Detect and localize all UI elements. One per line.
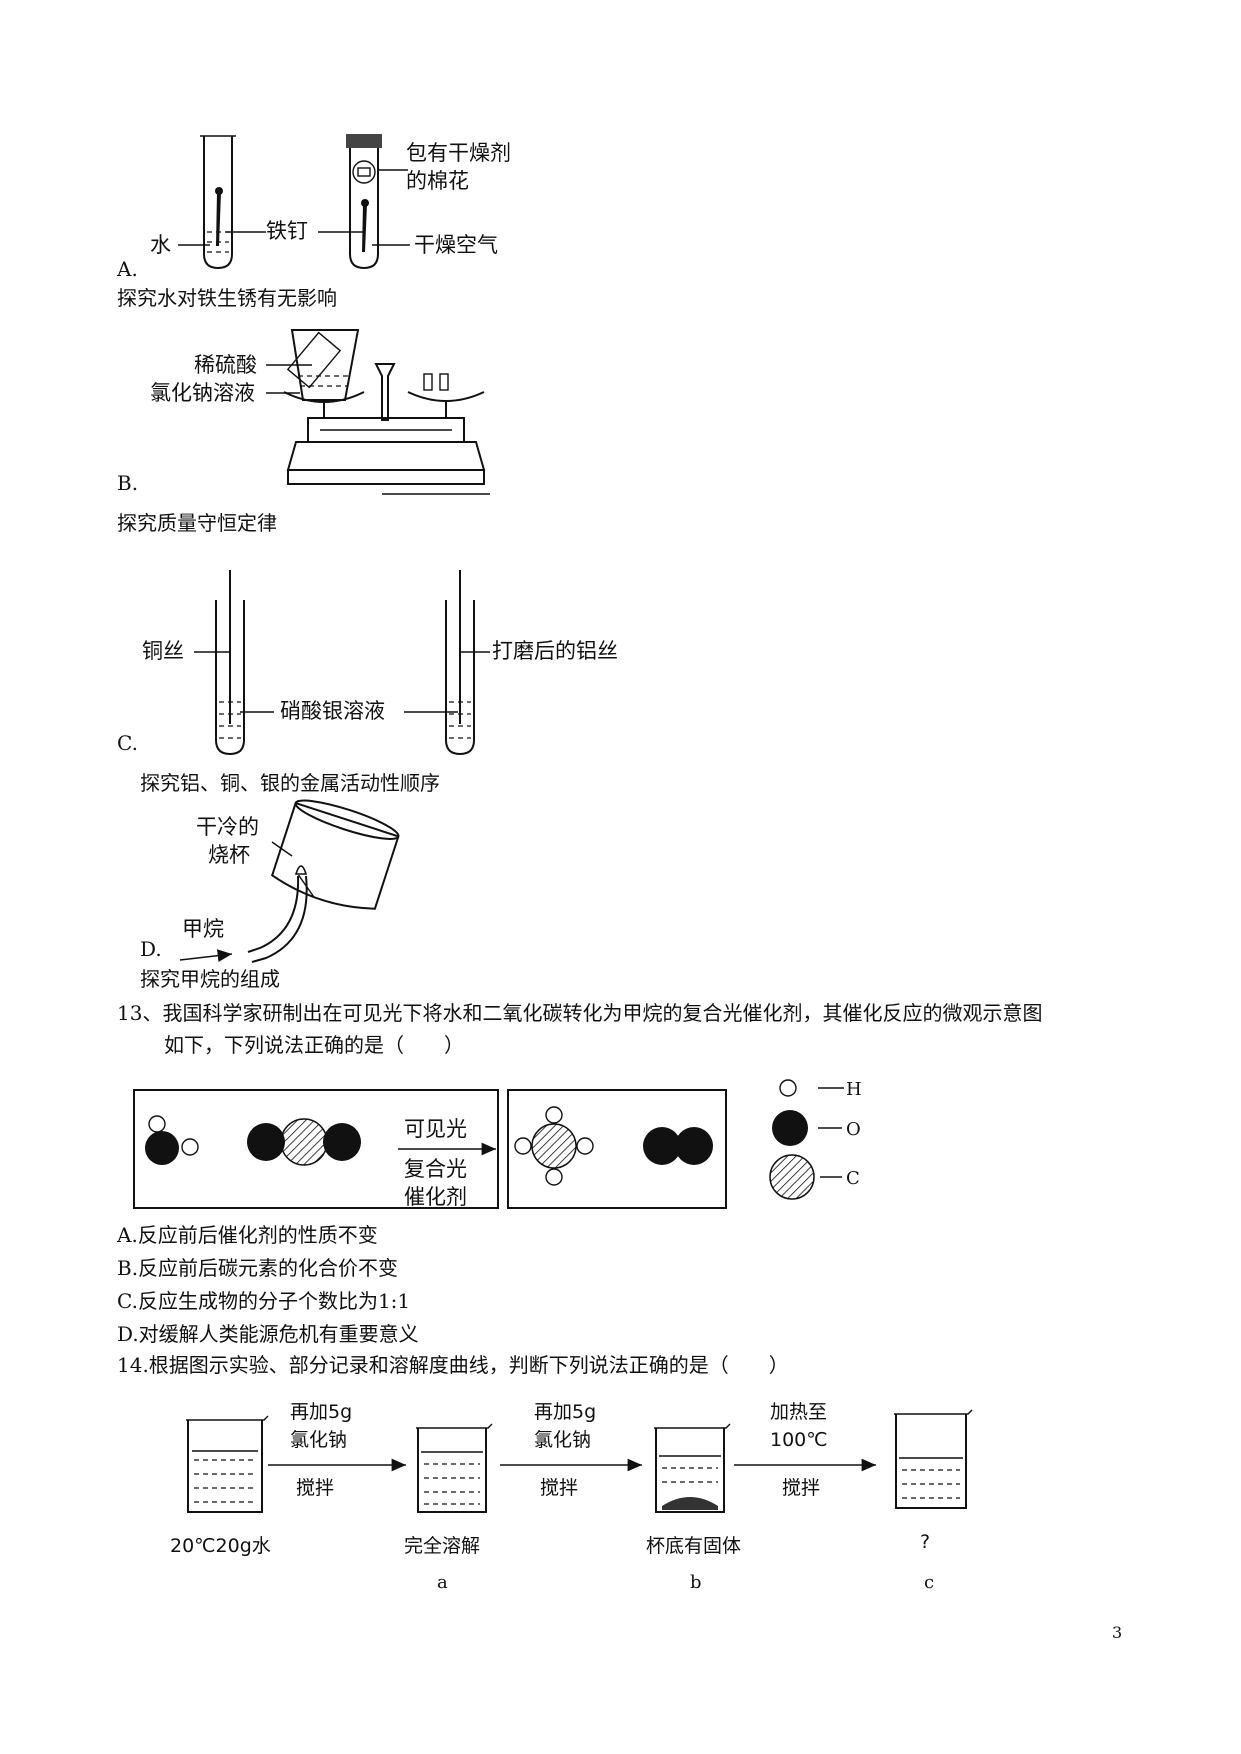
test-tube-water [200, 135, 236, 270]
figure-d-methane [179, 799, 400, 963]
step-1-top-2: 氯化钠 [290, 1429, 347, 1451]
test-tube-copper [215, 570, 245, 756]
label-water: 水 [150, 233, 171, 257]
label-cotton-2: 的棉花 [406, 169, 469, 193]
test-tube-dry-air [346, 134, 382, 270]
iron-nail [216, 192, 221, 246]
small-tube [286, 331, 342, 389]
label-dry-air: 干燥空气 [414, 233, 498, 257]
step-1-top-1: 再加5g [290, 1401, 352, 1423]
beaker-3-label: 杯底有固体 [646, 1535, 741, 1557]
gas-tube [247, 875, 300, 953]
beaker-2-label: 完全溶解 [404, 1535, 480, 1557]
option-b-letter: B. [117, 471, 139, 495]
beaker-1-label: 20℃20g水 [170, 1535, 271, 1557]
figure-b-balance [266, 329, 490, 495]
co2-molecule [247, 1118, 361, 1166]
flame [294, 865, 308, 875]
q13-choice-c: C.反应生成物的分子个数比为1:1 [117, 1289, 411, 1313]
label-nail: 铁钉 [266, 219, 308, 243]
methane-molecule [514, 1106, 594, 1186]
label-silver-nitrate: 硝酸银溶液 [280, 699, 385, 723]
option-d-caption: 探究甲烷的组成 [140, 967, 280, 991]
q14-stem: 14.根据图示实验、部分记录和溶解度曲线，判断下列说法正确的是（ ） [117, 1353, 789, 1377]
beaker-4 [894, 1409, 973, 1509]
balance-base [286, 441, 486, 471]
test-tube-aluminum [445, 570, 475, 756]
iron-nail [362, 204, 367, 252]
beaker-4-label: ? [920, 1531, 930, 1553]
reactants-box [133, 1089, 499, 1209]
step-3-bottom: 搅拌 [782, 1477, 820, 1499]
beaker-3-letter: b [690, 1572, 702, 1593]
q13-choice-b: B.反应前后碳元素的化合价不变 [117, 1256, 399, 1280]
label-beaker: 干冷的 [196, 815, 259, 839]
q13-stem-line-1: 13、我国科学家研制出在可见光下将水和二氧化碳转化为甲烷的复合光催化剂，其催化反… [117, 1001, 1043, 1025]
beaker-2 [416, 1423, 493, 1513]
products-box [507, 1089, 727, 1209]
hydrogen-atom-icon [779, 1079, 797, 1097]
q14-dissolution-diagram [186, 1409, 973, 1513]
weight [439, 373, 449, 391]
page-number: 3 [1112, 1623, 1123, 1642]
option-d-letter: D. [140, 937, 162, 961]
label-acid: 稀硫酸 [194, 353, 257, 377]
right-pan [407, 391, 485, 402]
pointer [374, 363, 396, 421]
inverted-beaker [271, 799, 400, 910]
water-molecule [145, 1115, 199, 1165]
option-a-letter: A. [117, 257, 138, 281]
label-methane: 甲烷 [182, 917, 224, 941]
step-3-top-1: 加热至 [770, 1401, 827, 1423]
step-2-top-1: 再加5g [534, 1401, 596, 1423]
step-3-top-2: 100℃ [770, 1429, 828, 1451]
cotton-ball [352, 160, 376, 184]
legend-c: C [846, 1168, 860, 1189]
step-2-top-2: 氯化钠 [534, 1429, 591, 1451]
figure-a-iron-rust [178, 134, 410, 270]
oxygen-atom-icon [772, 1110, 808, 1146]
option-b-caption: 探究质量守恒定律 [117, 511, 277, 535]
option-a-caption: 探究水对铁生锈有无影响 [117, 286, 337, 310]
beaker-2-letter: a [437, 1572, 448, 1593]
beaker-3 [654, 1423, 731, 1513]
legend-h: H [846, 1079, 862, 1100]
label-nacl: 氯化钠溶液 [150, 381, 255, 405]
label-cotton: 包有干燥剂 [406, 141, 511, 165]
step-1-bottom: 搅拌 [296, 1477, 334, 1499]
q13-choice-d: D.对缓解人类能源危机有重要意义 [117, 1322, 419, 1346]
beaker-4-letter: c [924, 1572, 934, 1593]
option-c-letter: C. [117, 731, 138, 755]
weight [423, 373, 433, 391]
legend-o: O [846, 1119, 861, 1140]
arrow-top-label: 可见光 [404, 1117, 467, 1141]
carbon-atom-icon [769, 1154, 815, 1200]
label-aluminum: 打磨后的铝丝 [492, 639, 618, 663]
figure-c-metal-activity [194, 570, 490, 756]
q13-choice-a: A.反应前后催化剂的性质不变 [117, 1223, 378, 1247]
label-copper: 铜丝 [142, 639, 184, 663]
legend [769, 1079, 844, 1200]
undissolved-solid [662, 1497, 718, 1510]
arrow-bottom-label-1: 复合光 [404, 1157, 467, 1181]
beaker-1 [186, 1415, 269, 1513]
q13-reaction-diagram [133, 1079, 844, 1209]
option-c-caption: 探究铝、铜、银的金属活动性顺序 [140, 771, 440, 795]
oxygen-molecule [643, 1127, 713, 1165]
label-beaker-2: 烧杯 [208, 843, 250, 867]
q13-stem-line-2: 如下，下列说法正确的是（ ） [164, 1033, 464, 1057]
step-2-bottom: 搅拌 [540, 1477, 578, 1499]
arrow-bottom-label-2: 催化剂 [404, 1185, 467, 1209]
